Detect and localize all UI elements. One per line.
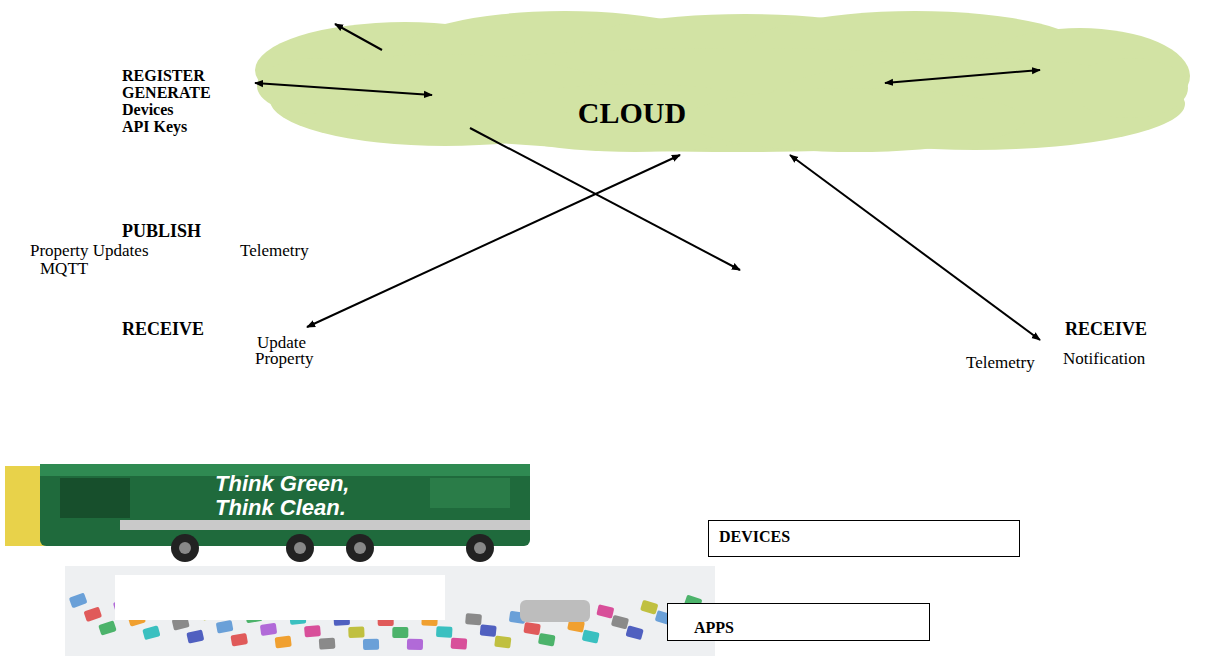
label-text: Devices bbox=[122, 102, 174, 119]
cloud-title: CLOUD bbox=[578, 97, 686, 129]
label-text: API Keys bbox=[122, 119, 187, 136]
label-text: RECEIVE bbox=[1065, 320, 1147, 339]
truck-slogan: Think Green, bbox=[215, 472, 349, 495]
label-text: PUBLISH bbox=[122, 222, 201, 241]
label-text: RECEIVE bbox=[122, 320, 204, 339]
cloud-shape: CLOUD bbox=[255, 8, 1190, 153]
label-text: REGISTER bbox=[122, 68, 205, 85]
label-box: DEVICES bbox=[708, 520, 1020, 557]
arrow-line bbox=[470, 128, 740, 270]
apps-fan bbox=[65, 566, 717, 656]
box-label: DEVICES bbox=[719, 529, 790, 546]
label-text: GENERATE bbox=[122, 85, 211, 102]
box-label: APPS bbox=[694, 620, 734, 637]
arrow-line bbox=[790, 155, 1040, 340]
arrow-line bbox=[307, 155, 680, 327]
label-text: Telemetry bbox=[966, 354, 1035, 372]
label-text: Notification bbox=[1063, 350, 1145, 368]
truck-slogan: Think Clean. bbox=[215, 496, 346, 519]
white-patch bbox=[115, 575, 445, 620]
arrow-line bbox=[885, 70, 1040, 83]
garbage-truck bbox=[5, 464, 530, 562]
arrow-line bbox=[335, 24, 382, 50]
label-text: Telemetry bbox=[240, 242, 309, 260]
arrow-line bbox=[255, 83, 432, 95]
label-box: APPS bbox=[667, 603, 930, 641]
label-text: MQTT bbox=[40, 260, 88, 278]
cloud-outline bbox=[255, 8, 1190, 153]
label-text: Property Updates bbox=[30, 242, 149, 260]
label-text: Property bbox=[255, 350, 314, 368]
